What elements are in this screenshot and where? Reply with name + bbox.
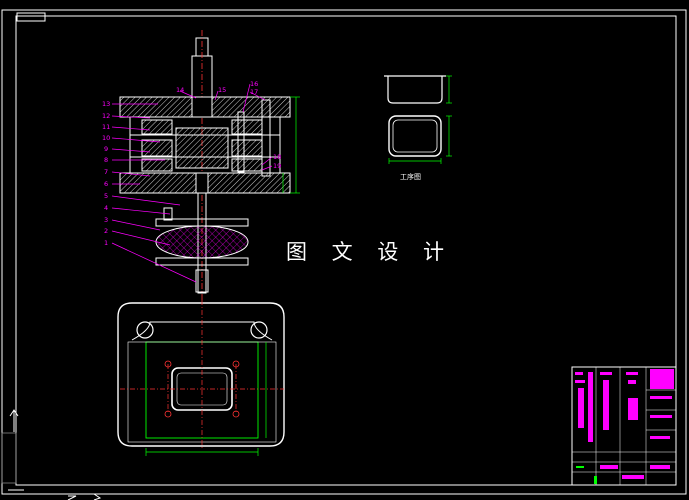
callout-10: 10	[102, 134, 110, 142]
callout-7: 7	[104, 168, 108, 176]
callout-16: 16	[250, 80, 258, 88]
callout-labels-top: 14 15 16 17	[176, 80, 258, 96]
callout-12: 12	[102, 112, 110, 120]
callout-1: 1	[104, 239, 108, 247]
callout-labels-right: 18 19	[273, 153, 281, 170]
die-assembly-section[interactable]	[119, 30, 291, 300]
callout-19: 19	[273, 162, 281, 170]
callout-8: 8	[104, 156, 108, 164]
callout-2: 2	[104, 227, 108, 235]
callout-17: 17	[250, 88, 258, 96]
callout-4: 4	[104, 204, 108, 212]
callout-labels-left: 13 12 11 10 9 8 7 6 5 4 3 2 1	[102, 100, 110, 247]
callout-15: 15	[218, 86, 226, 94]
assembly-dimensions	[282, 96, 300, 194]
ucs-axis-icon	[8, 409, 102, 500]
callout-14: 14	[176, 86, 184, 94]
callout-9: 9	[104, 145, 108, 153]
die-plan-view[interactable]	[117, 300, 285, 456]
part-callouts	[111, 83, 273, 283]
watermark-text: 图 文 设 计	[286, 240, 454, 264]
callout-3: 3	[104, 216, 108, 224]
process-caption: 工序图	[400, 173, 421, 181]
callout-18: 18	[273, 153, 281, 161]
callout-11: 11	[102, 123, 110, 131]
process-drawing[interactable]	[384, 75, 452, 164]
callout-6: 6	[104, 180, 108, 188]
callout-5: 5	[104, 192, 108, 200]
title-block[interactable]	[571, 366, 677, 486]
drawing-frame	[1, 9, 687, 495]
callout-13: 13	[102, 100, 110, 108]
